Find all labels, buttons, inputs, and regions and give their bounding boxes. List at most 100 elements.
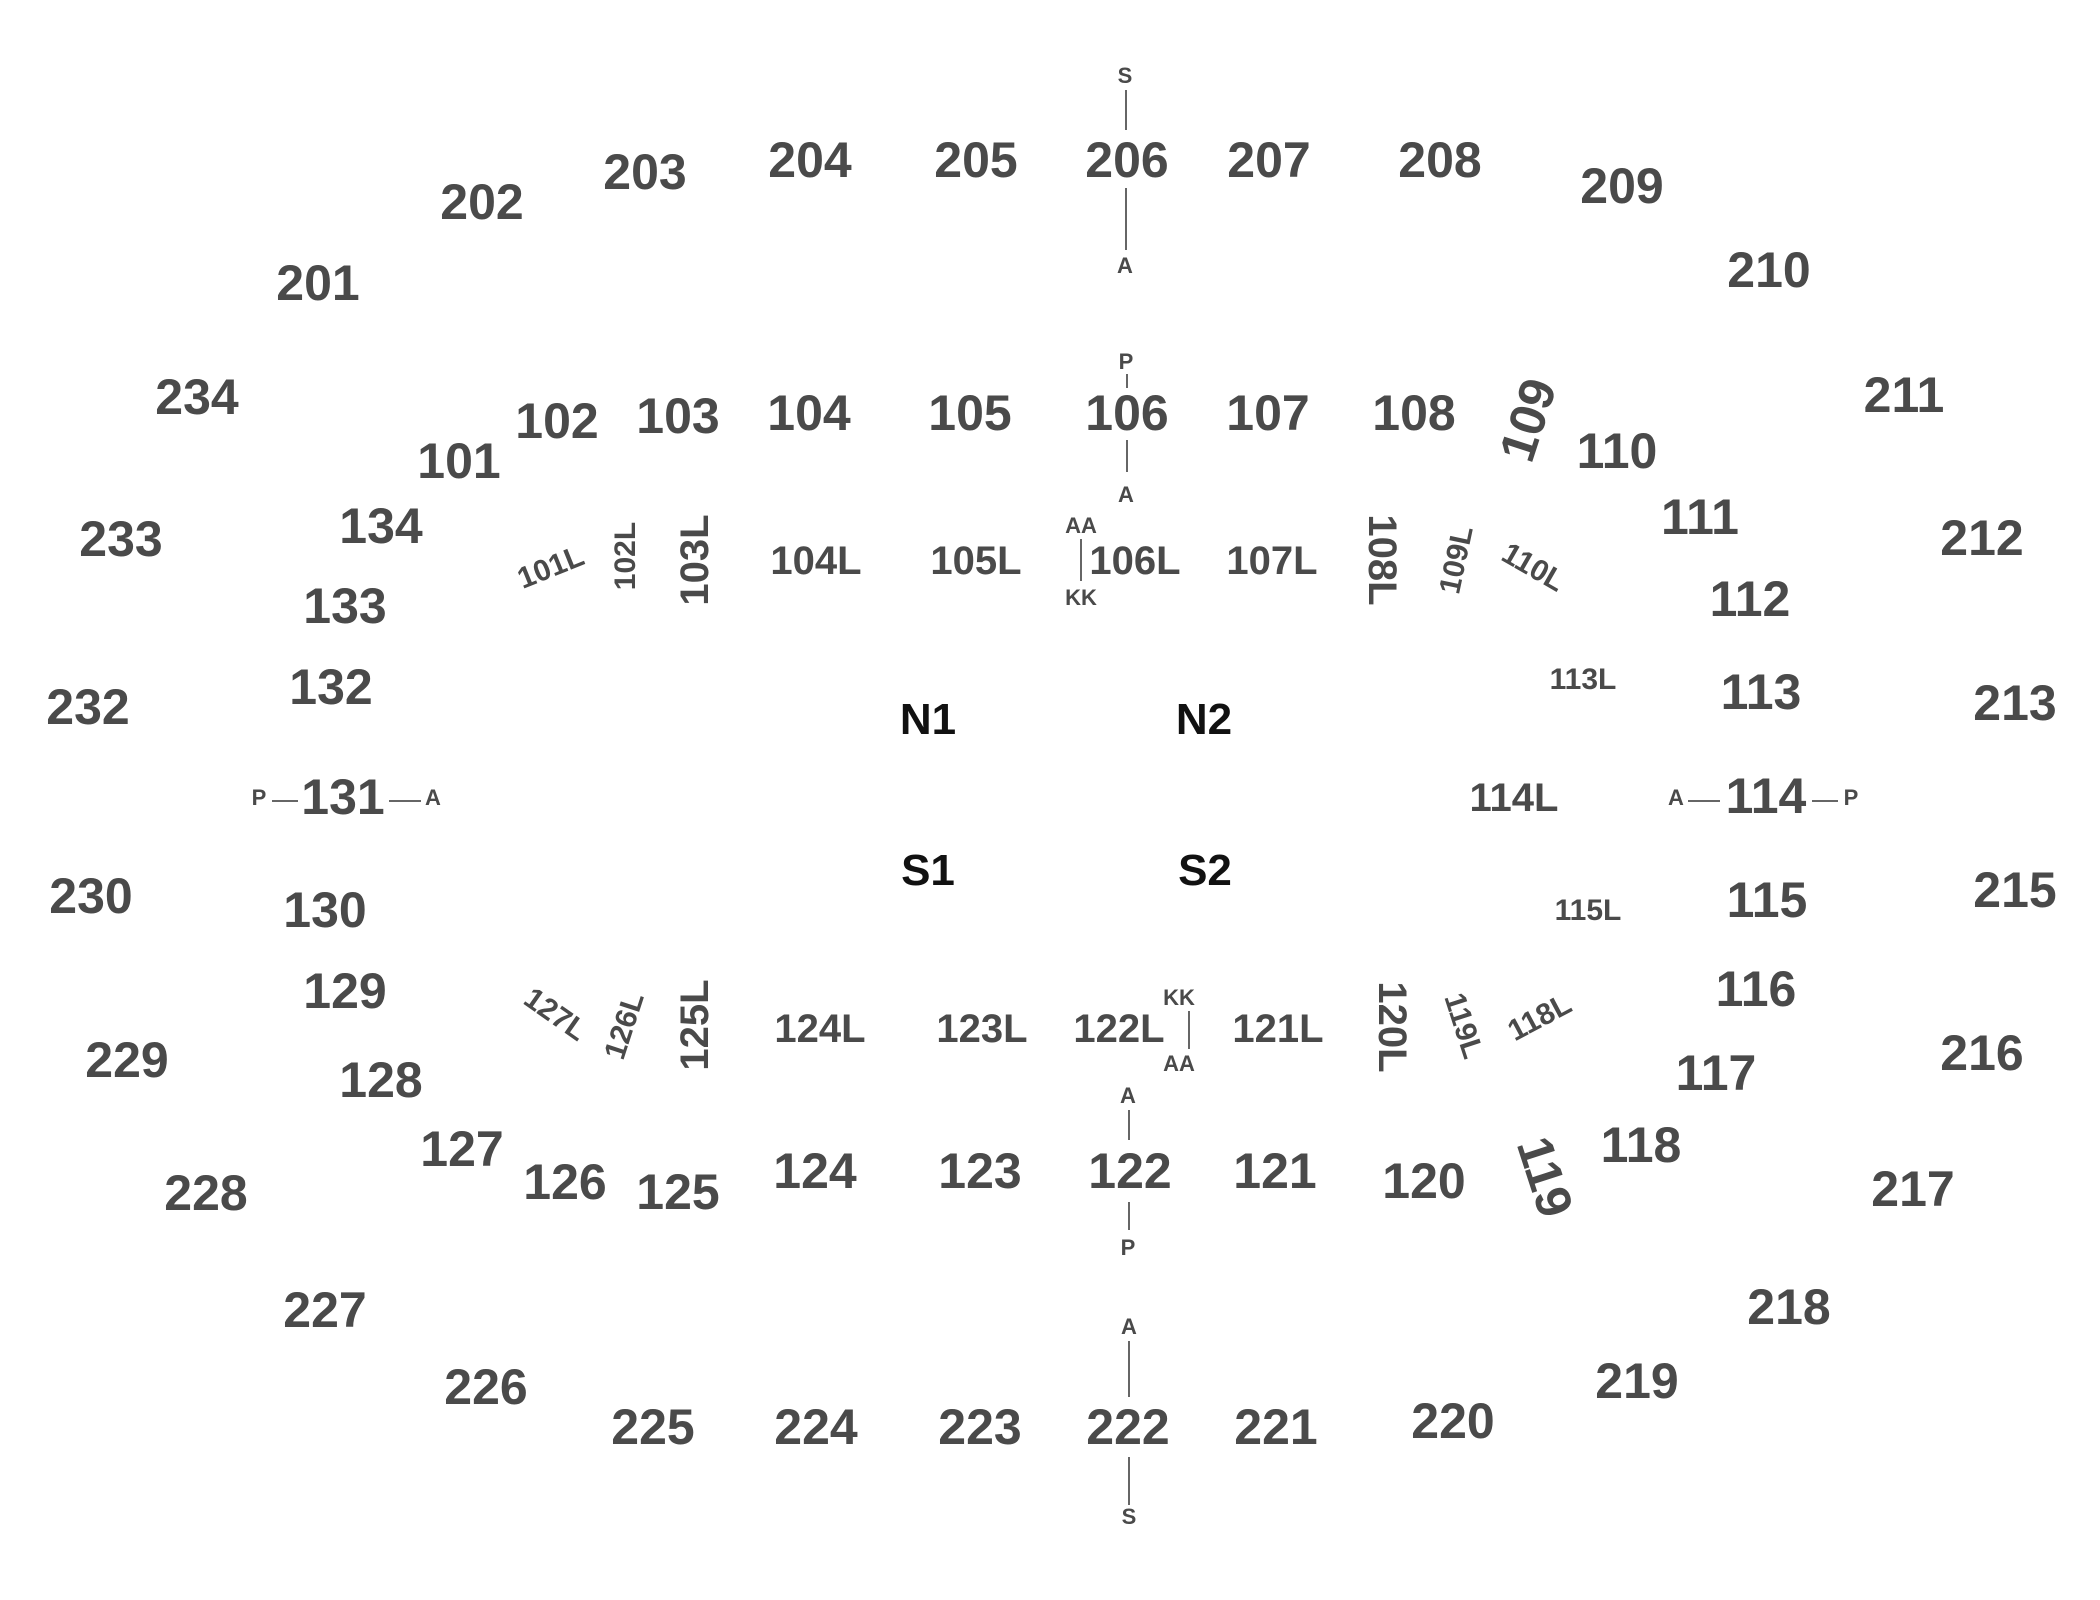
- section-201[interactable]: 201: [276, 255, 360, 311]
- row-marker: A: [1668, 785, 1684, 810]
- section-124[interactable]: 124: [773, 1143, 857, 1199]
- section-118L[interactable]: 118L: [1502, 987, 1577, 1048]
- section-121L[interactable]: 121L: [1232, 1007, 1324, 1051]
- section-111[interactable]: 111: [1661, 489, 1739, 545]
- section-131[interactable]: 131: [301, 769, 385, 825]
- section-215[interactable]: 215: [1973, 862, 2057, 918]
- section-122L[interactable]: 122L: [1073, 1007, 1165, 1051]
- section-233[interactable]: 233: [79, 511, 163, 567]
- section-234[interactable]: 234: [155, 369, 239, 425]
- section-120L[interactable]: 120L: [1370, 981, 1414, 1073]
- section-105[interactable]: 105: [928, 385, 1012, 441]
- section-204[interactable]: 204: [768, 132, 852, 188]
- section-129[interactable]: 129: [303, 963, 387, 1019]
- section-101[interactable]: 101: [417, 433, 501, 489]
- section-113L[interactable]: 113L: [1549, 663, 1617, 696]
- section-222[interactable]: 222: [1086, 1399, 1170, 1455]
- section-203[interactable]: 203: [603, 144, 687, 200]
- section-128[interactable]: 128: [339, 1052, 423, 1108]
- section-119L[interactable]: 119L: [1437, 989, 1490, 1063]
- floor-section-N2[interactable]: N2: [1175, 695, 1233, 744]
- section-123[interactable]: 123: [938, 1143, 1022, 1199]
- section-103[interactable]: 103: [636, 388, 720, 444]
- section-104[interactable]: 104: [767, 385, 851, 441]
- section-206[interactable]: 206: [1085, 132, 1169, 188]
- section-218[interactable]: 218: [1747, 1279, 1831, 1335]
- section-134[interactable]: 134: [339, 498, 423, 554]
- section-107[interactable]: 107: [1226, 385, 1310, 441]
- section-216[interactable]: 216: [1940, 1025, 2024, 1081]
- section-122[interactable]: 122: [1088, 1143, 1172, 1199]
- section-124L[interactable]: 124L: [774, 1007, 866, 1051]
- section-210[interactable]: 210: [1727, 242, 1811, 298]
- section-115[interactable]: 115: [1726, 872, 1808, 928]
- section-109[interactable]: 109: [1488, 371, 1568, 469]
- section-226[interactable]: 226: [444, 1359, 528, 1415]
- section-202[interactable]: 202: [440, 174, 524, 230]
- row-marker: AA: [1163, 1051, 1195, 1076]
- section-104L[interactable]: 104L: [770, 539, 862, 583]
- section-126L[interactable]: 126L: [598, 988, 651, 1064]
- section-230[interactable]: 230: [49, 868, 133, 924]
- row-marker: KK: [1163, 985, 1195, 1010]
- section-120[interactable]: 120: [1382, 1153, 1466, 1209]
- section-217[interactable]: 217: [1871, 1161, 1955, 1217]
- section-227[interactable]: 227: [283, 1282, 367, 1338]
- section-220[interactable]: 220: [1411, 1393, 1495, 1449]
- section-110[interactable]: 110: [1576, 423, 1658, 479]
- section-107L[interactable]: 107L: [1226, 539, 1318, 583]
- row-marker: A: [425, 785, 441, 810]
- section-105L[interactable]: 105L: [930, 539, 1022, 583]
- section-133[interactable]: 133: [303, 578, 387, 634]
- section-130[interactable]: 130: [283, 882, 367, 938]
- row-line: [1812, 800, 1838, 802]
- section-225[interactable]: 225: [611, 1399, 695, 1455]
- section-115L[interactable]: 115L: [1554, 894, 1622, 927]
- section-132[interactable]: 132: [289, 659, 373, 715]
- section-106[interactable]: 106: [1085, 385, 1169, 441]
- section-125L[interactable]: 125L: [673, 979, 717, 1071]
- section-126[interactable]: 126: [523, 1154, 607, 1210]
- floor-section-S1[interactable]: S1: [901, 846, 955, 895]
- section-229[interactable]: 229: [85, 1032, 169, 1088]
- section-127[interactable]: 127: [420, 1121, 504, 1177]
- section-228[interactable]: 228: [164, 1165, 248, 1221]
- section-119[interactable]: 119: [1505, 1129, 1585, 1225]
- section-101L[interactable]: 101L: [512, 539, 589, 596]
- section-102L[interactable]: 102L: [609, 521, 642, 591]
- floor-section-S2[interactable]: S2: [1178, 846, 1232, 895]
- section-212[interactable]: 212: [1940, 510, 2024, 566]
- section-211[interactable]: 211: [1863, 367, 1945, 423]
- section-207[interactable]: 207: [1227, 132, 1311, 188]
- section-232[interactable]: 232: [46, 679, 130, 735]
- row-line: [1128, 1202, 1130, 1230]
- section-213[interactable]: 213: [1973, 675, 2057, 731]
- section-102[interactable]: 102: [515, 393, 599, 449]
- row-line: [272, 800, 298, 802]
- section-108[interactable]: 108: [1372, 385, 1456, 441]
- section-224[interactable]: 224: [774, 1399, 858, 1455]
- section-125[interactable]: 125: [636, 1164, 720, 1220]
- section-121[interactable]: 121: [1233, 1143, 1317, 1199]
- section-123L[interactable]: 123L: [936, 1007, 1028, 1051]
- section-209[interactable]: 209: [1580, 158, 1664, 214]
- section-110L[interactable]: 110L: [1496, 536, 1571, 599]
- section-114[interactable]: 114: [1725, 768, 1807, 824]
- section-112[interactable]: 112: [1709, 571, 1791, 627]
- section-117[interactable]: 117: [1675, 1045, 1757, 1101]
- section-113[interactable]: 113: [1720, 664, 1802, 720]
- section-109L[interactable]: 109L: [1433, 523, 1480, 597]
- section-108L[interactable]: 108L: [1360, 514, 1404, 606]
- section-116[interactable]: 116: [1715, 961, 1797, 1017]
- section-205[interactable]: 205: [934, 132, 1018, 188]
- section-118[interactable]: 118: [1600, 1117, 1682, 1173]
- section-114L[interactable]: 114L: [1469, 776, 1559, 820]
- floor-section-N1[interactable]: N1: [899, 695, 957, 744]
- section-221[interactable]: 221: [1234, 1399, 1318, 1455]
- section-208[interactable]: 208: [1398, 132, 1482, 188]
- section-223[interactable]: 223: [938, 1399, 1022, 1455]
- section-219[interactable]: 219: [1595, 1353, 1679, 1409]
- section-103L[interactable]: 103L: [673, 514, 717, 606]
- section-106L[interactable]: 106L: [1089, 539, 1181, 583]
- section-127L[interactable]: 127L: [517, 981, 593, 1048]
